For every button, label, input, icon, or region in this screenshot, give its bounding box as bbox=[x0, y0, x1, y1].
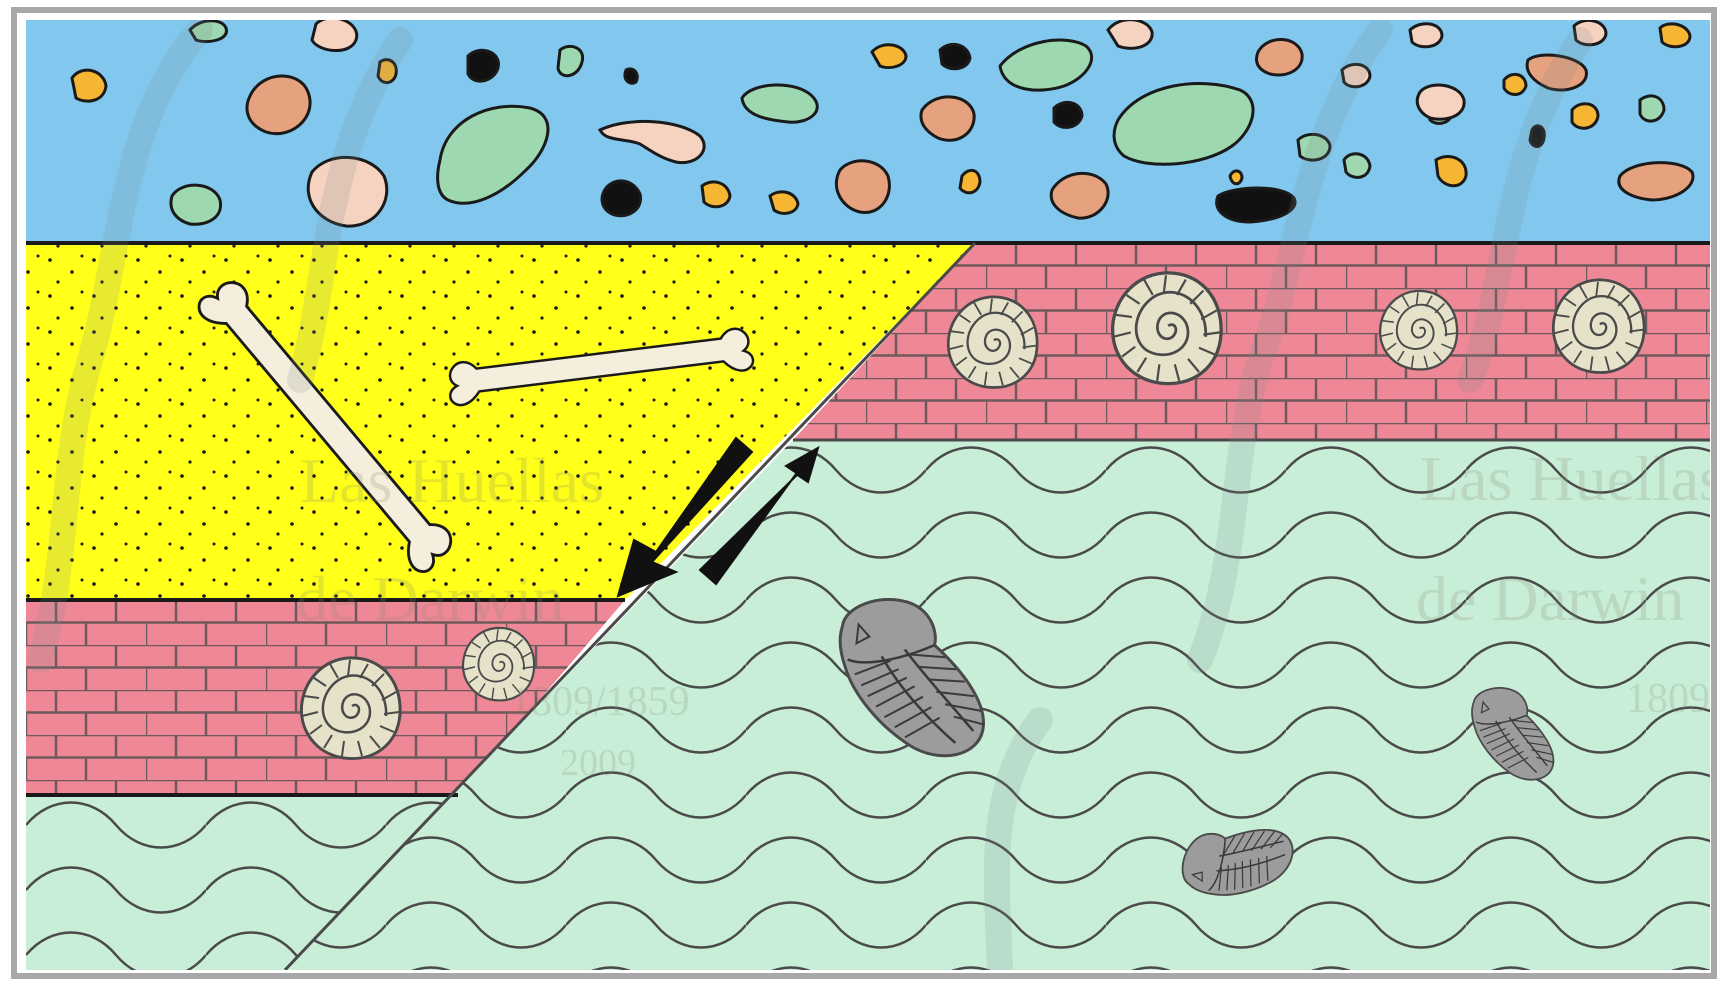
ammonite-icon bbox=[1113, 273, 1222, 384]
pebble-icon bbox=[1504, 74, 1526, 94]
conglomerate-layer bbox=[26, 18, 1710, 243]
ammonite-icon bbox=[948, 297, 1037, 388]
ammonite-icon bbox=[1380, 291, 1457, 370]
pebble-icon bbox=[770, 192, 798, 214]
pebble-icon bbox=[836, 161, 889, 213]
watermark-line4: 2009 bbox=[560, 742, 636, 784]
pebble-icon bbox=[1417, 85, 1464, 119]
watermark-line3-right: 1809/1859 bbox=[1626, 676, 1717, 722]
pebble-icon bbox=[1051, 173, 1108, 218]
pebble-icon bbox=[921, 97, 974, 140]
ammonite-icon bbox=[1553, 280, 1644, 373]
pebble-icon bbox=[602, 181, 641, 216]
pebble-icon bbox=[960, 170, 980, 192]
watermark-line2-right: de Darwin bbox=[1416, 563, 1684, 634]
watermark-line1: Las Huellas bbox=[300, 445, 604, 516]
watermark-line1-right: Las Huellas bbox=[1420, 443, 1717, 514]
pebble-icon bbox=[1257, 39, 1303, 75]
pebble-icon bbox=[558, 46, 583, 75]
pebble-icon bbox=[625, 69, 637, 83]
pebble-icon bbox=[171, 185, 221, 224]
pebble-icon bbox=[247, 76, 310, 134]
pebble-icon bbox=[1230, 171, 1242, 184]
pebble-icon bbox=[72, 70, 106, 101]
pebble-icon bbox=[702, 182, 730, 207]
pebble-icon bbox=[312, 18, 357, 51]
pebble-icon bbox=[1436, 157, 1466, 186]
pebble-icon bbox=[1660, 24, 1690, 47]
pebble-icon bbox=[1410, 24, 1442, 47]
pebble-icon bbox=[1572, 104, 1598, 129]
pebble-icon bbox=[1054, 102, 1082, 127]
watermark-line3: 1809/1859 bbox=[510, 679, 690, 725]
pebble-icon bbox=[468, 50, 498, 81]
watermark-line2: de Darwin bbox=[296, 563, 564, 634]
ammonite-icon bbox=[301, 658, 400, 759]
pebble-icon bbox=[1640, 96, 1664, 121]
pebble-icon bbox=[1344, 154, 1370, 178]
pebble-icon bbox=[940, 44, 970, 68]
